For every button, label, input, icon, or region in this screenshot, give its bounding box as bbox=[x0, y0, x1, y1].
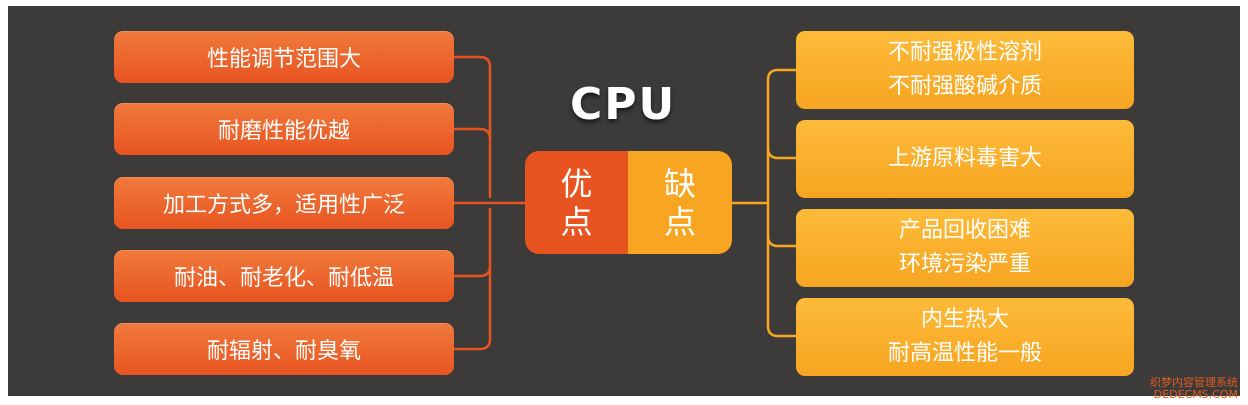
disadvantage-box-1: 不耐强极性溶剂 不耐强酸碱介质 bbox=[796, 31, 1134, 109]
hub-advantages: 优 点 bbox=[525, 151, 628, 254]
disadvantage-line-4a: 内生热大 bbox=[920, 307, 1009, 332]
disadvantage-box-3: 产品回收困难 环境污染严重 bbox=[796, 209, 1134, 287]
hub-disadvantages: 缺 点 bbox=[628, 151, 732, 254]
diagram-title: CPU bbox=[570, 79, 677, 130]
advantage-label-5: 耐辐射、耐臭氧 bbox=[206, 339, 361, 364]
hub-disadvantages-char-1: 缺 bbox=[663, 164, 696, 203]
advantage-box-3: 加工方式多，适用性广泛 bbox=[114, 177, 454, 229]
advantage-box-5: 耐辐射、耐臭氧 bbox=[114, 323, 454, 375]
advantage-label-2: 耐磨性能优越 bbox=[217, 119, 350, 144]
disadvantage-box-2: 上游原料毒害大 bbox=[796, 120, 1134, 198]
connector-adv-5 bbox=[454, 208, 492, 351]
advantage-box-2: 耐磨性能优越 bbox=[114, 103, 454, 155]
watermark-line-1: 织梦内容管理系统 bbox=[1150, 376, 1238, 389]
central-hub: 优 点 缺 点 bbox=[525, 151, 732, 254]
hub-disadvantages-char-2: 点 bbox=[663, 202, 696, 241]
advantage-box-4: 耐油、耐老化、耐低温 bbox=[114, 250, 454, 302]
disadvantage-line-3a: 产品回收困难 bbox=[898, 218, 1031, 243]
disadvantage-box-4: 内生热大 耐高温性能一般 bbox=[796, 298, 1134, 376]
advantage-label-4: 耐油、耐老化、耐低温 bbox=[173, 266, 394, 291]
advantage-box-1: 性能调节范围大 bbox=[114, 31, 454, 83]
connector-dis-1 bbox=[766, 68, 796, 338]
connector-adv-1 bbox=[454, 55, 492, 198]
disadvantage-line-2a: 上游原料毒害大 bbox=[887, 146, 1042, 171]
disadvantage-line-4b: 耐高温性能一般 bbox=[887, 341, 1042, 366]
disadvantage-line-3b: 环境污染严重 bbox=[898, 252, 1031, 277]
connector-adv-4 bbox=[454, 265, 492, 278]
disadvantage-line-1a: 不耐强极性溶剂 bbox=[887, 40, 1042, 65]
connector-adv-2 bbox=[454, 127, 492, 140]
disadvantage-line-1b: 不耐强酸碱介质 bbox=[887, 74, 1042, 99]
watermark-line-2: DEDECMS.COM bbox=[1153, 388, 1238, 401]
watermark: 织梦内容管理系统 DEDECMS.COM bbox=[1150, 377, 1238, 401]
hub-advantages-char-1: 优 bbox=[560, 164, 593, 203]
advantage-label-3: 加工方式多，适用性广泛 bbox=[162, 193, 405, 218]
hub-advantages-char-2: 点 bbox=[560, 202, 593, 241]
advantage-label-1: 性能调节范围大 bbox=[206, 47, 361, 72]
connector-dis-2 bbox=[766, 147, 796, 160]
connector-dis-3 bbox=[766, 235, 796, 248]
